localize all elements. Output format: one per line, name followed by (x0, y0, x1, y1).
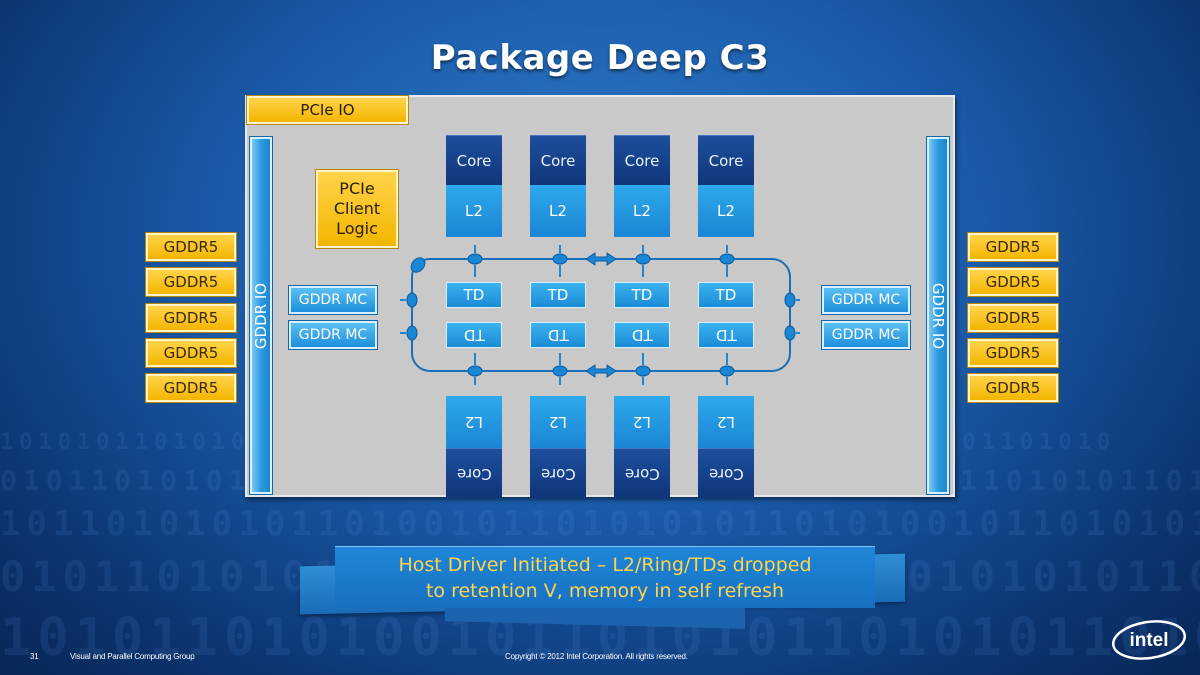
gddr-io-left-label: GDDR IO (252, 282, 270, 349)
td-bottom-3: TD (614, 322, 670, 348)
core-bottom-4: Core (698, 448, 754, 498)
l2-top-4: L2 (698, 185, 754, 237)
core-bottom-2-label: Core (540, 464, 576, 483)
l2-bottom-2-label: L2 (549, 413, 567, 431)
core-bottom-1: Core (446, 448, 502, 498)
td-bottom-4: TD (698, 322, 754, 348)
td-bottom-2-label: TD (547, 326, 569, 344)
gddr5-left-3: GDDR5 (145, 303, 237, 333)
pcie-logic-line-3: Logic (336, 219, 378, 238)
gddr-mc-left-2: GDDR MC (288, 320, 378, 350)
core-top-2: Core (530, 135, 586, 185)
l2-top-1: L2 (446, 185, 502, 237)
pcie-client-logic-block: PCIe Client Logic (315, 169, 399, 249)
pcie-logic-line-2: Client (333, 199, 381, 218)
caption-line-1: Host Driver Initiated – L2/Ring/TDs drop… (398, 554, 812, 576)
l2-top-3: L2 (614, 185, 670, 237)
l2-bottom-3-label: L2 (633, 413, 651, 431)
gddr5-left-4: GDDR5 (145, 338, 237, 368)
intel-logo-text: intel (1129, 630, 1168, 651)
footer-copyright: Copyright © 2012 Intel Corporation. All … (505, 652, 688, 661)
slide-title: Package Deep C3 (430, 38, 770, 78)
td-top-3: TD (614, 282, 670, 308)
td-bottom-2: TD (530, 322, 586, 348)
gddr5-right-2: GDDR5 (967, 267, 1059, 297)
core-bottom-2: Core (530, 448, 586, 498)
core-bottom-3: Core (614, 448, 670, 498)
caption-banner: Host Driver Initiated – L2/Ring/TDs drop… (335, 546, 875, 608)
gddr5-right-5: GDDR5 (967, 373, 1059, 403)
core-bottom-4-label: Core (708, 464, 744, 483)
ring-interconnect (400, 245, 800, 385)
l2-bottom-4: L2 (698, 396, 754, 448)
td-top-4: TD (698, 282, 754, 308)
gddr5-left-2: GDDR5 (145, 267, 237, 297)
core-top-3: Core (614, 135, 670, 185)
core-bottom-3-label: Core (624, 464, 660, 483)
td-bottom-1-label: TD (463, 326, 485, 344)
td-bottom-1: TD (446, 322, 502, 348)
core-top-4: Core (698, 135, 754, 185)
pcie-io-block: PCIe IO (246, 95, 409, 125)
gddr5-right-1: GDDR5 (967, 232, 1059, 262)
td-top-2: TD (530, 282, 586, 308)
l2-bottom-3: L2 (614, 396, 670, 448)
gddr5-right-4: GDDR5 (967, 338, 1059, 368)
gddr5-left-5: GDDR5 (145, 373, 237, 403)
gddr-mc-left-1: GDDR MC (288, 285, 378, 315)
caption-line-2: to retention V, memory in self refresh (425, 580, 785, 602)
gddr-mc-right-1: GDDR MC (821, 285, 911, 315)
gddr5-left-1: GDDR5 (145, 232, 237, 262)
gddr5-right-3: GDDR5 (967, 303, 1059, 333)
l2-bottom-1: L2 (446, 396, 502, 448)
l2-bottom-1-label: L2 (465, 413, 483, 431)
pcie-logic-line-1: PCIe (339, 179, 375, 198)
gddr-mc-right-2: GDDR MC (821, 320, 911, 350)
page-number: 31 (30, 652, 39, 661)
l2-top-2: L2 (530, 185, 586, 237)
footer-group: Visual and Parallel Computing Group (70, 652, 195, 661)
gddr-io-right: GDDR IO (926, 136, 950, 495)
l2-bottom-4-label: L2 (717, 413, 735, 431)
l2-bottom-2: L2 (530, 396, 586, 448)
core-top-1: Core (446, 135, 502, 185)
gddr-io-right-label: GDDR IO (929, 282, 947, 349)
gddr-io-left: GDDR IO (249, 136, 273, 495)
core-bottom-1-label: Core (456, 464, 492, 483)
td-top-1: TD (446, 282, 502, 308)
td-bottom-4-label: TD (715, 326, 737, 344)
td-bottom-3-label: TD (631, 326, 653, 344)
intel-logo: intel (1112, 620, 1186, 660)
